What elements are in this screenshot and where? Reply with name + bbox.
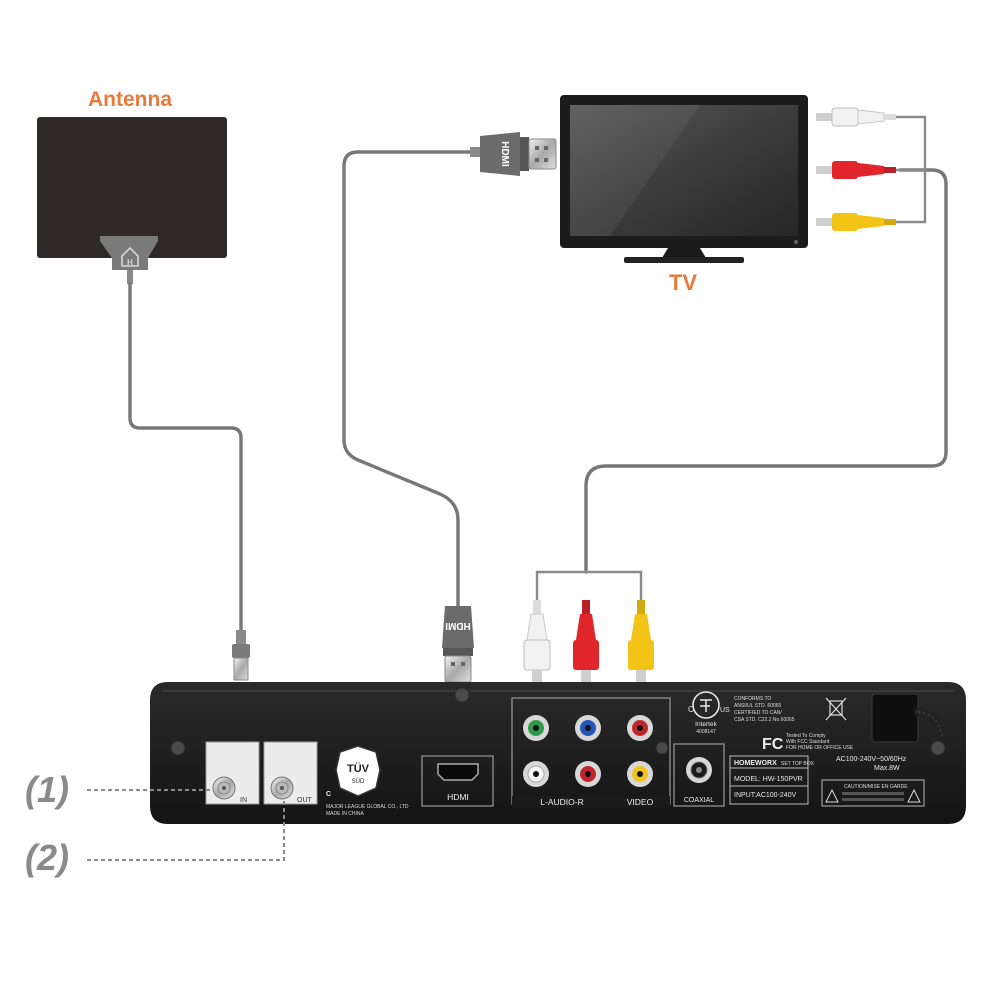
model-text: MODEL: HW-150PVR: [734, 776, 803, 783]
coaxial-port[interactable]: COAXIAL: [673, 743, 725, 807]
screw-icon: [170, 740, 186, 756]
screw-icon: [655, 741, 669, 755]
fcc-line2: With FCC Standard: [786, 739, 830, 745]
brand-text: HOMEWORX: [734, 760, 777, 767]
tv-group: TV: [560, 95, 808, 295]
audio-left-jack[interactable]: [523, 761, 549, 787]
tv-screen: [570, 105, 798, 236]
c-mark: C: [326, 791, 331, 798]
tv-label: TV: [669, 270, 697, 295]
hdmi-plug-tv: HDMI: [470, 132, 557, 176]
video-jack[interactable]: [627, 761, 653, 787]
rf-in-label: IN: [240, 797, 247, 804]
rca-cable: [584, 168, 948, 574]
set-top-box: IN OUT TÜV SÜD C MAJOR LEAGUE GLOBAL CO.…: [150, 682, 966, 824]
video-label: VIDEO: [627, 797, 654, 807]
rf-ports: IN OUT: [205, 741, 318, 805]
rca-plug-red-box: [573, 600, 599, 684]
conform-1: CONFORMS TO: [734, 696, 771, 702]
antenna-panel: [37, 117, 227, 258]
hdmi-port-label: HDMI: [447, 792, 469, 802]
rca-split-box: [535, 570, 643, 600]
tuv-mark: TÜV SÜD: [335, 745, 381, 797]
rca-plug-yellow-tv: [816, 213, 896, 231]
tv-stand-neck: [662, 248, 706, 258]
component-jack-green[interactable]: [523, 715, 549, 741]
antenna-coax-cable: [128, 282, 243, 634]
maker-line1: MAJOR LEAGUE GLOBAL CO., LTD: [326, 804, 409, 810]
callout-2-line: [87, 800, 285, 861]
fcc-line1: Tested To Comply: [786, 733, 826, 739]
rca-plug-red-tv: [816, 161, 896, 179]
antenna-group: Antenna H: [37, 88, 227, 284]
intertek-number: 4008147: [696, 729, 716, 735]
coax-plug-box: [232, 630, 250, 681]
conform-4: CSA STD. C22.2 No.60065: [734, 717, 795, 723]
callout-2-label: (2): [25, 837, 69, 878]
device-type: SET TOP BOX: [781, 761, 815, 767]
tuv-mark-text: TÜV: [347, 762, 370, 775]
rf-out-port[interactable]: [270, 776, 294, 800]
fcc-logo: FC: [762, 736, 784, 753]
rca-plugs-box: [523, 600, 654, 684]
rca-plug-white-tv: [816, 107, 896, 127]
hdmi-port[interactable]: HDMI: [421, 755, 494, 807]
hdmi-cable: [342, 150, 480, 608]
audio-right-jack[interactable]: [575, 761, 601, 787]
model-label: HOMEWORX SET TOP BOX MODEL: HW-150PVR IN…: [729, 755, 815, 805]
power-cord: [871, 693, 946, 743]
hdmi-plug-box-text: HDMI: [445, 620, 471, 631]
etl-c: C: [688, 705, 694, 714]
rf-in-port[interactable]: [212, 776, 236, 800]
power-rating: AC100-240V~50/60Hz: [836, 756, 907, 763]
etl-mark: C US Intertek 4008147: [688, 691, 730, 735]
intertek-text: Intertek: [695, 721, 717, 728]
screw-icon: [930, 740, 946, 756]
input-text: INPUT:AC100-240V: [734, 792, 797, 799]
rca-plug-yellow-box: [628, 600, 654, 684]
warning-icon: [907, 788, 921, 803]
crossed-bin-icon: [825, 697, 847, 721]
antenna-cable-strain: [127, 270, 133, 284]
rca-split-tv: [895, 115, 927, 224]
callout-1-label: (1): [25, 769, 69, 810]
rca-plugs-tv: [816, 107, 896, 231]
tv-stand-base: [624, 257, 744, 263]
audio-label: L-AUDIO-R: [540, 797, 583, 807]
coaxial-label: COAXIAL: [684, 797, 714, 804]
caution-text: CAUTION/MISE EN GARDE: [844, 784, 908, 790]
antenna-label: Antenna: [88, 88, 172, 111]
hdmi-plug-tv-text: HDMI: [499, 141, 510, 167]
tv-power-led: [794, 240, 798, 244]
hdmi-plug-box: HDMI: [442, 606, 474, 683]
component-jack-blue[interactable]: [575, 715, 601, 741]
screw-icon: [454, 687, 470, 703]
house-icon: H: [121, 246, 139, 267]
fcc-line3: FOR HOME OR OFFICE USE: [786, 745, 854, 751]
rca-plug-white-box: [523, 600, 551, 684]
rf-out-label: OUT: [297, 797, 313, 804]
conform-2: ANSI/UL STD. 60065: [734, 703, 782, 709]
av-jack-panel: L-AUDIO-R VIDEO: [511, 697, 671, 808]
fcc-mark: FC Tested To Comply With FCC Standard FO…: [762, 733, 854, 753]
svg-text:H: H: [127, 258, 133, 267]
conformity-text: CONFORMS TO ANSI/UL STD. 60065 CERTIFIED…: [734, 696, 795, 723]
conform-3: CERTIFIED TO CAN/: [734, 710, 782, 716]
maker-line2: MADE IN CHINA: [326, 811, 364, 817]
power-max: Max.8W: [874, 765, 900, 772]
tuv-mark-sub: SÜD: [352, 778, 365, 785]
antenna-connector-housing: [100, 236, 158, 270]
warning-icon: [825, 788, 839, 803]
power-section: AC100-240V~50/60Hz Max.8W CAUTION/MISE E…: [821, 693, 946, 807]
callouts: (1) (2): [25, 769, 285, 878]
etl-us: US: [720, 707, 730, 714]
component-jack-red[interactable]: [627, 715, 653, 741]
